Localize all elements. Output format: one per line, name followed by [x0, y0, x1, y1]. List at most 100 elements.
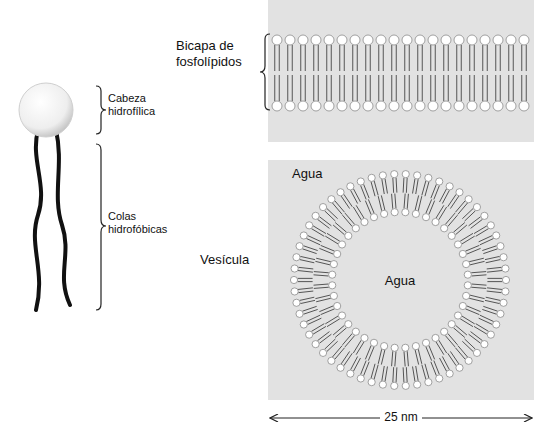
lipid-head: [334, 250, 341, 257]
lipid-tail: [474, 226, 487, 234]
lipid-tail: [287, 45, 288, 71]
lipid-tail: [378, 196, 382, 211]
lipid: [432, 205, 447, 225]
lipid-tail: [403, 367, 405, 382]
lipid: [306, 324, 326, 339]
lipid-tail: [353, 340, 361, 353]
lipid: [376, 75, 386, 111]
lipid-tail: [339, 75, 340, 101]
lipid: [441, 75, 451, 111]
lipid: [428, 35, 438, 71]
lipid-tail: [298, 288, 313, 290]
lipid: [485, 297, 507, 306]
lipid-head: [480, 101, 490, 111]
lipid: [376, 35, 386, 71]
lipid: [365, 199, 377, 220]
lipid-tail: [434, 361, 440, 375]
lipid-tail: [471, 272, 486, 273]
lipid-tail: [426, 347, 432, 361]
lipid-tail: [306, 238, 320, 244]
lipid-head: [300, 321, 307, 328]
lipid-head: [502, 265, 509, 272]
lipid-tail: [495, 75, 496, 101]
lipid-tail: [327, 208, 338, 218]
lipid-head: [391, 171, 398, 178]
lipid-tail: [487, 267, 502, 269]
lipid-tail: [314, 284, 329, 285]
lipid-head: [414, 381, 421, 388]
lipid-tail: [480, 315, 494, 321]
lipid-tail: [345, 335, 355, 346]
lipid-head: [487, 222, 494, 229]
lipid-head: [448, 321, 455, 328]
bilayer-label: Bicapa de fosfolípidos: [176, 38, 258, 69]
lipid-tail: [318, 75, 319, 101]
lipid-head: [272, 101, 282, 111]
lipid-tail: [317, 219, 329, 228]
lipid-head: [412, 210, 419, 217]
lipid-tail: [298, 271, 313, 273]
lipid-head: [463, 261, 470, 268]
lipid-tail: [311, 324, 324, 332]
lipid-head: [425, 379, 432, 386]
lipid-head: [293, 299, 300, 306]
lipid-head: [422, 339, 429, 346]
lipid: [365, 339, 377, 360]
lipid-tail: [430, 45, 431, 71]
lipid-head: [502, 288, 509, 295]
lipid: [463, 258, 485, 268]
lipid: [353, 334, 368, 354]
lipid: [293, 297, 315, 306]
lipid-tail: [455, 201, 465, 212]
lipid-head: [389, 35, 399, 45]
lipid-tail: [483, 306, 497, 311]
lipid-head: [379, 172, 386, 179]
lipid: [363, 35, 373, 71]
lipid-tail: [371, 182, 375, 196]
lipid-tail: [313, 326, 326, 334]
lipid-tail: [383, 75, 384, 101]
lipid-head: [306, 222, 313, 229]
lipid-head: [402, 344, 409, 351]
lipid-tail: [526, 45, 527, 71]
lipid-tail: [448, 333, 458, 344]
lipid: [464, 282, 486, 289]
lipid: [479, 232, 500, 245]
lipid: [285, 35, 295, 71]
lipid-head: [306, 331, 313, 338]
lipid-head: [473, 204, 480, 211]
lipid-tail: [382, 179, 384, 194]
lipid-tail: [325, 316, 338, 324]
dimension-label: 25 nm: [380, 410, 421, 424]
lipid-head: [459, 250, 466, 257]
lipid-head: [497, 243, 504, 250]
lipid-tail: [409, 45, 410, 71]
lipid-tail: [292, 75, 293, 101]
lipid-tail: [392, 178, 394, 193]
lipid-head: [493, 232, 500, 239]
lipid-tail: [385, 179, 387, 194]
lipid: [431, 178, 443, 199]
head-label: Cabeza hidrofílica: [108, 92, 180, 118]
lipid-head: [454, 241, 461, 248]
lipid-tail: [445, 213, 455, 224]
lipid-tail: [382, 366, 384, 381]
lipid-tail: [381, 350, 385, 365]
lipid-head: [352, 328, 359, 335]
lipid-tail: [425, 364, 429, 378]
lipid-tail: [298, 267, 313, 269]
lipid-head: [347, 370, 354, 377]
lipid: [291, 265, 313, 272]
lipid-head: [319, 204, 326, 211]
lipid-tail: [318, 45, 319, 71]
lipid-tail: [482, 75, 483, 101]
lipid-tail: [274, 45, 275, 71]
lipid-tail: [404, 45, 405, 71]
lipid: [454, 312, 474, 327]
lipid-tail: [403, 178, 405, 193]
lipid-tail: [351, 356, 358, 369]
lipid-tail: [487, 291, 502, 293]
lipid: [415, 75, 425, 111]
lipid-tail: [425, 182, 429, 196]
lipid-head: [376, 35, 386, 45]
